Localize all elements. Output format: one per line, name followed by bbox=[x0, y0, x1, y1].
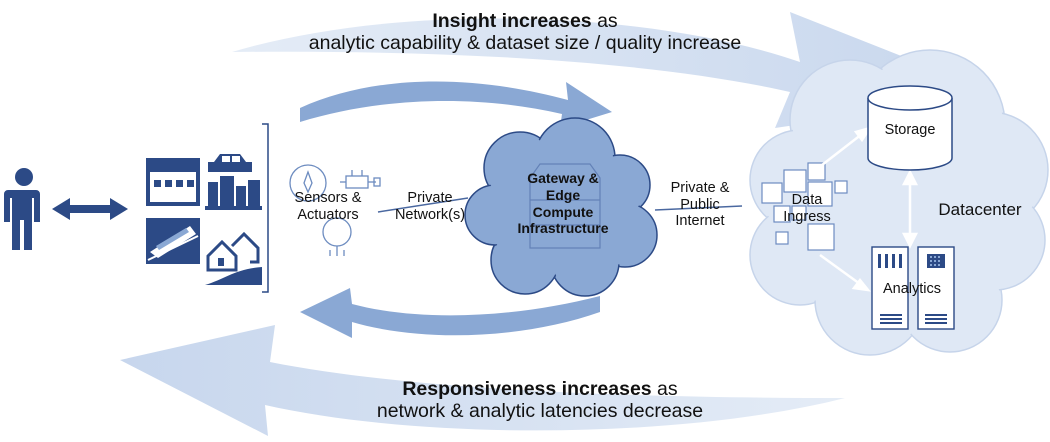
responsiveness-line2: network & analytic latencies decrease bbox=[376, 400, 704, 423]
sensors-label: Sensors & Actuators bbox=[294, 190, 362, 223]
edge-label: Gateway & Edge Compute Infrastructure bbox=[517, 170, 609, 237]
insight-caption: Insight increases as analytic capability… bbox=[225, 10, 825, 55]
actuator-icon bbox=[340, 170, 381, 189]
analytics-label: Analytics bbox=[882, 281, 942, 297]
train-icon bbox=[146, 218, 200, 264]
upper-flow-arrow bbox=[300, 81, 612, 128]
ingress-label: Data Ingress bbox=[783, 192, 831, 225]
factory-icon bbox=[146, 158, 200, 206]
person-icon bbox=[4, 168, 40, 250]
edge-server-outline bbox=[529, 163, 601, 249]
analytics-server-icon bbox=[871, 246, 955, 330]
houses-icon bbox=[205, 225, 262, 285]
double-arrow-icon bbox=[52, 198, 128, 220]
responsiveness-rest: as bbox=[651, 378, 678, 400]
internet-label: Private & Public Internet bbox=[670, 180, 730, 230]
insight-rest: as bbox=[591, 10, 618, 32]
responsiveness-bold: Responsiveness increases bbox=[402, 378, 652, 400]
data-ingress-icon bbox=[761, 162, 848, 251]
devices-bracket bbox=[262, 123, 269, 293]
sensor-gauge-icon bbox=[289, 164, 352, 256]
car-city-icon bbox=[205, 152, 262, 212]
lower-flow-arrow bbox=[300, 288, 600, 338]
insight-bold: Insight increases bbox=[432, 10, 592, 32]
datacenter-label: Datacenter bbox=[938, 200, 1022, 219]
private-network-label: Private Network(s) bbox=[394, 190, 466, 223]
responsiveness-caption: Responsiveness increases as network & an… bbox=[260, 378, 820, 423]
internet-line bbox=[654, 205, 743, 211]
storage-label: Storage bbox=[884, 122, 936, 138]
insight-line2: analytic capability & dataset size / qua… bbox=[308, 32, 742, 55]
private-network-line bbox=[377, 197, 469, 213]
cylinder-storage-icon bbox=[867, 85, 953, 171]
responsiveness-arrow bbox=[120, 325, 845, 436]
datacenter-arrows bbox=[819, 125, 919, 292]
